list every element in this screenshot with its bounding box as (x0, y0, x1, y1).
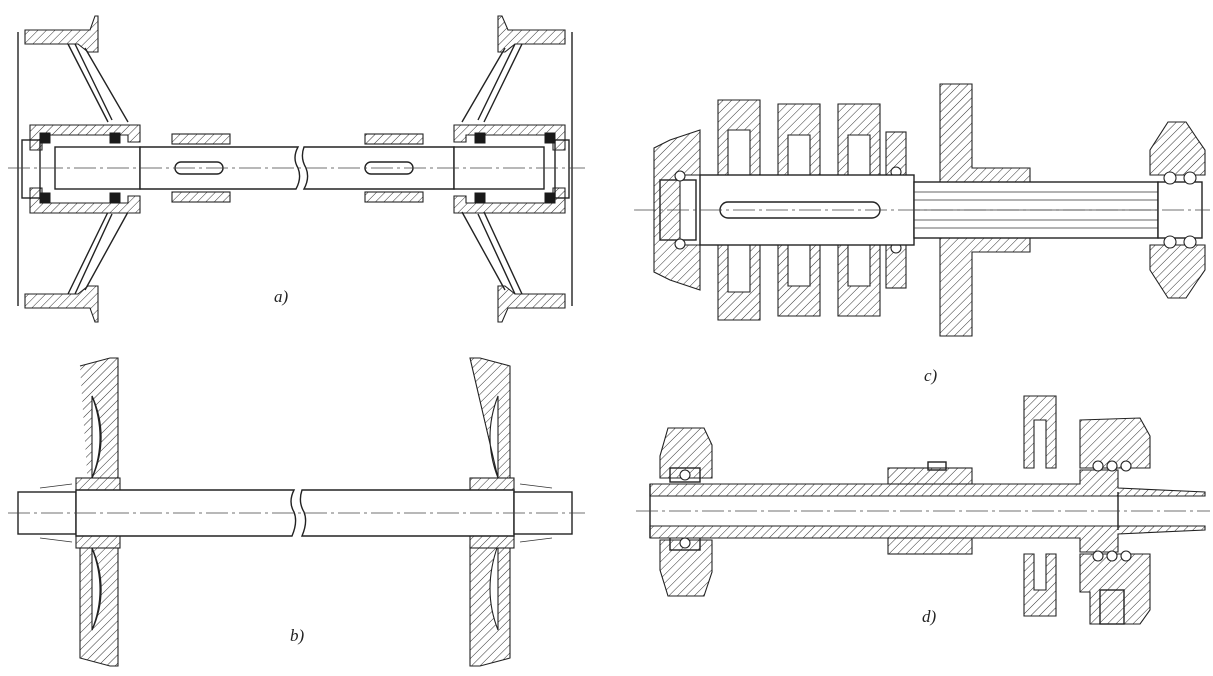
left-rim-bottom (24, 285, 99, 323)
c-big-gear-top (939, 83, 1031, 183)
c-right-housing-bottom (1149, 244, 1206, 299)
d-gear-bottom (1023, 553, 1057, 617)
left-rim-top (24, 15, 99, 53)
panel-d-label: d) (922, 607, 937, 626)
panel-b-wheelset: b) (8, 357, 585, 667)
panel-c-label: c) (924, 366, 938, 385)
right-rim-top (497, 15, 566, 53)
d-left-housing-top (659, 427, 713, 479)
panel-a-wheel-axle: a) (8, 15, 585, 323)
right-wheel-top (469, 357, 511, 479)
c-gear-1-bottom (717, 239, 761, 321)
d-tube-bottom-wall (649, 525, 1206, 553)
c-gear-2-bottom (777, 239, 821, 317)
d-right-housing-bottom (1079, 553, 1151, 625)
d-right-housing-top (1079, 417, 1151, 469)
c-gear-1-top (717, 99, 761, 181)
right-wheel-bottom (469, 544, 511, 667)
c-big-gear-bottom (939, 237, 1031, 337)
right-hub-bottom (453, 187, 566, 214)
panel-a-label: a) (274, 287, 289, 306)
c-gear-3-top (837, 103, 881, 181)
right-rim-bottom (497, 285, 566, 323)
left-hub-top (29, 124, 141, 151)
d-tube-top-wall (649, 469, 1206, 497)
d-gear-top (1023, 395, 1057, 469)
panel-b-label: b) (290, 626, 305, 645)
d-left-housing-bottom (659, 539, 713, 597)
panel-d-spindle: d) (636, 395, 1210, 626)
c-gear-3-bottom (837, 239, 881, 317)
panel-c-gear-shaft: c) (634, 83, 1210, 385)
c-gear-2-top (777, 103, 821, 181)
c-right-housing-top (1149, 121, 1206, 176)
